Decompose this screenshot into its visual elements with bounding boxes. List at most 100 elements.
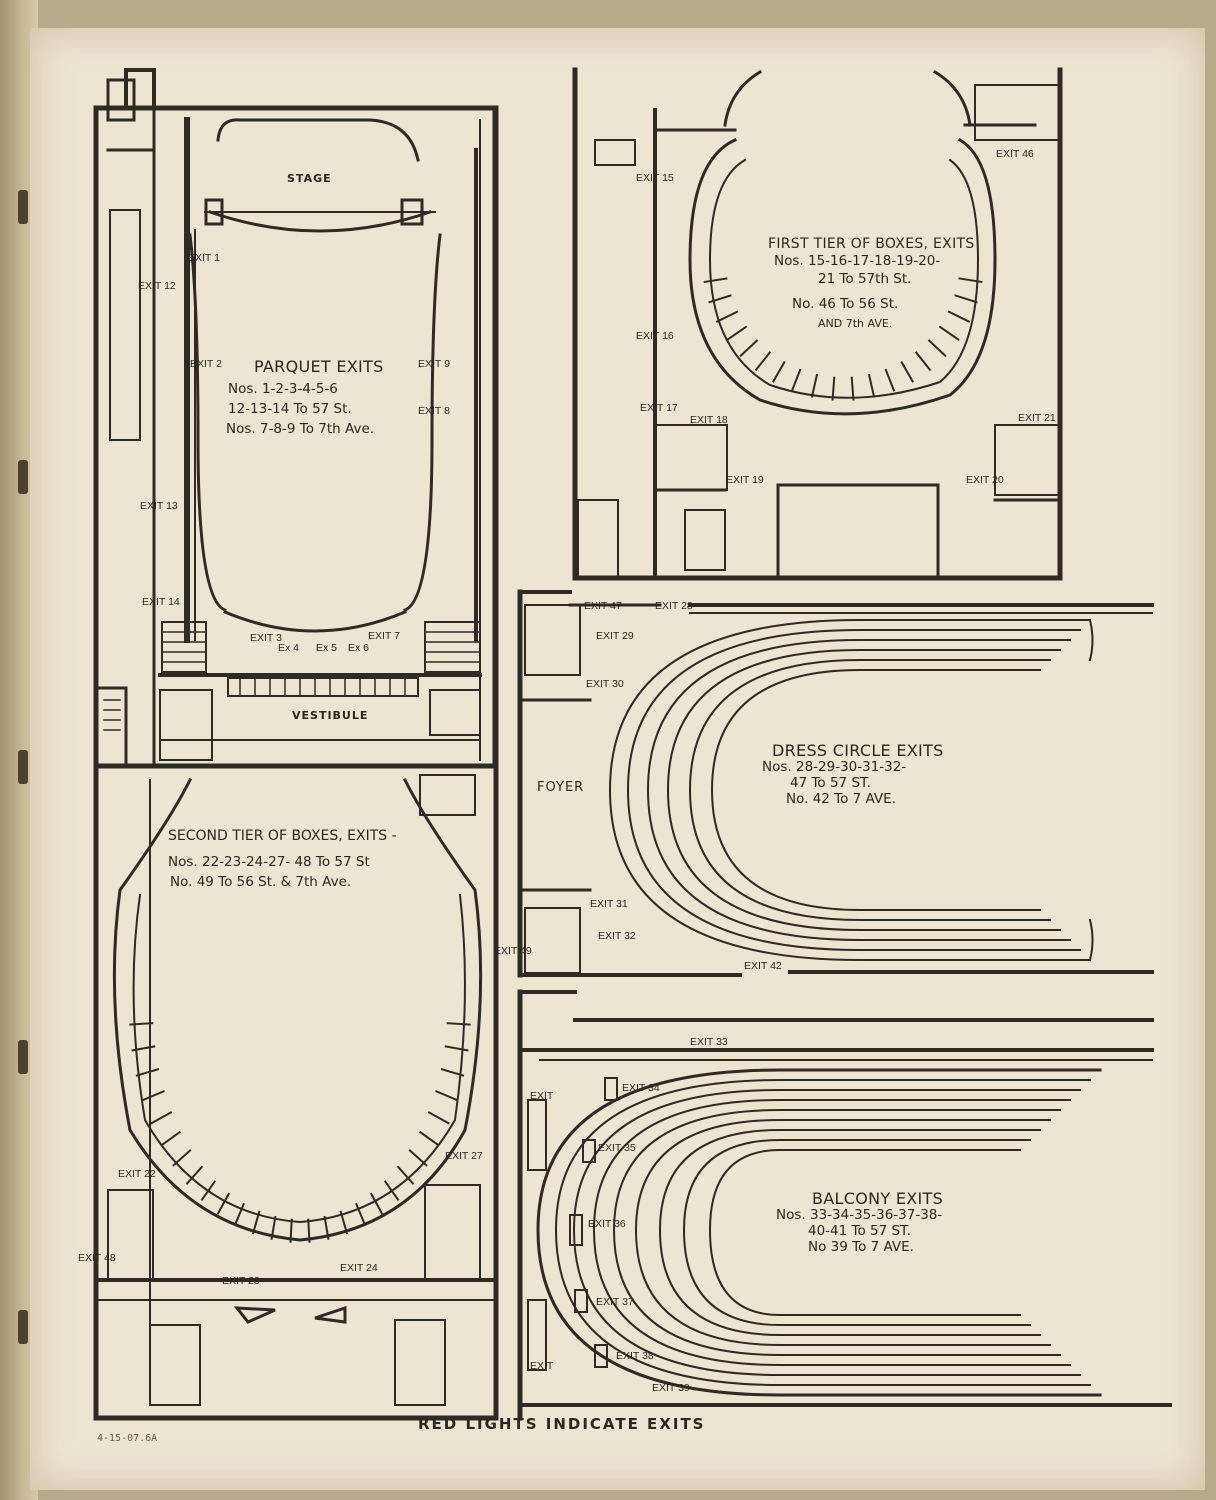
exit-label: Ex 5 (316, 642, 338, 654)
box-partition (726, 325, 748, 341)
box-partition (172, 1149, 192, 1167)
box-partition (867, 373, 876, 398)
box-partition (900, 360, 915, 383)
box-partition (427, 1111, 450, 1125)
foyer-label: FOYER (537, 780, 585, 795)
exit-label: EXIT 49 (494, 945, 532, 957)
exit-label: EXIT 28 (655, 600, 693, 612)
box-partition (369, 1192, 384, 1215)
box-partition (938, 325, 960, 341)
exit-label: EXIT 17 (640, 402, 678, 414)
second-tier-line: Nos. 22-23-24-27- 48 To 57 St (168, 854, 370, 870)
box-partition (408, 1149, 428, 1167)
box-partition (200, 1180, 217, 1201)
box-partition (289, 1218, 293, 1243)
binding-stitch (18, 190, 28, 224)
dress-circle-plan (517, 589, 1154, 978)
box-partition (754, 351, 772, 372)
exit-label: EXIT 29 (596, 630, 634, 642)
exit-label: EXIT 16 (636, 330, 674, 342)
parquet-title: PARQUET EXITS (254, 357, 384, 376)
dress-circle-line: Nos. 28-29-30-31-32- (762, 759, 907, 775)
exit-label: EXIT 47 (584, 600, 622, 612)
box-partition (251, 1210, 261, 1235)
exit-label: EXIT 33 (690, 1036, 728, 1048)
first-tier-line: AND 7th AVE. (818, 317, 893, 330)
box-partition (440, 1068, 465, 1077)
box-partition (129, 1022, 154, 1026)
exit-label: EXIT (530, 1360, 554, 1372)
binding-stitch (18, 1310, 28, 1344)
box-partition (446, 1022, 471, 1026)
box-partition (958, 277, 983, 284)
box-partition (383, 1180, 400, 1201)
exit-label: Ex 4 (278, 642, 300, 654)
first-tier-line: No. 46 To 56 St. (792, 296, 899, 312)
exit-label: EXIT 9 (418, 358, 450, 370)
exit-label: EXIT 18 (690, 414, 728, 426)
box-partition (355, 1202, 367, 1226)
binding-stitch (18, 1040, 28, 1074)
stage-label: STAGE (287, 172, 332, 185)
box-partition (135, 1068, 160, 1077)
balcony-line: 40-41 To 57 ST. (808, 1223, 911, 1239)
exit-label: EXIT 14 (142, 596, 180, 608)
exit-label: EXIT 2 (190, 358, 222, 370)
box-partition (831, 376, 836, 401)
box-partition (850, 376, 855, 401)
box-partition (703, 277, 728, 284)
first-tier-title: FIRST TIER OF BOXES, EXITS (768, 236, 975, 252)
exit-label: EXIT 20 (966, 474, 1004, 486)
balcony-line: Nos. 33-34-35-36-37-38- (776, 1207, 943, 1223)
archive-pencil-note: 4-15-07.6A (97, 1433, 158, 1444)
second-tier-title: SECOND TIER OF BOXES, EXITS - (168, 828, 397, 844)
exit-label: EXIT 12 (138, 280, 176, 292)
box-partition (771, 360, 786, 383)
exit-label: EXIT 42 (744, 960, 782, 972)
exit-label: EXIT 35 (598, 1142, 636, 1154)
box-partition (131, 1045, 156, 1052)
binding-stitch (18, 750, 28, 784)
box-partition (150, 1111, 173, 1125)
exit-label: EXIT 1 (188, 252, 220, 264)
exit-label: EXIT 8 (418, 405, 450, 417)
box-partition (790, 368, 802, 392)
exit-label: EXIT 3 (250, 632, 282, 644)
balcony-title: BALCONY EXITS (812, 1189, 944, 1208)
dress-circle-title: DRESS CIRCLE EXITS (772, 741, 944, 760)
exit-label: EXIT 19 (726, 474, 764, 486)
box-partition (307, 1218, 311, 1243)
exit-label: EXIT 39 (652, 1382, 690, 1394)
first-tier-line: 21 To 57th St. (818, 271, 912, 287)
parquet-line: Nos. 7-8-9 To 7th Ave. (226, 421, 375, 437)
first-tier-plan (572, 67, 1063, 581)
exit-label: EXIT 46 (996, 148, 1034, 160)
box-partition (339, 1210, 349, 1235)
exit-label: EXIT 38 (616, 1350, 654, 1362)
balcony-line: No 39 To 7 AVE. (808, 1239, 914, 1255)
binding-stitch (18, 460, 28, 494)
exit-label: EXIT 34 (622, 1082, 660, 1094)
box-partitions (129, 277, 983, 1243)
box-partition (323, 1215, 330, 1240)
box-partition (396, 1165, 415, 1185)
exit-label: EXIT 48 (78, 1252, 116, 1264)
box-partition (708, 294, 732, 304)
exit-label: EXIT 30 (586, 678, 624, 690)
second-tier-plan (93, 767, 499, 1421)
exit-label: EXIT 27 (445, 1150, 483, 1162)
exit-label: EXIT 23 (222, 1275, 260, 1287)
box-partition (444, 1045, 469, 1052)
box-partition (141, 1090, 165, 1102)
exit-label: EXIT (530, 1090, 554, 1102)
dress-circle-line: 47 To 57 ST. (790, 775, 871, 791)
page-sheet (30, 28, 1205, 1490)
box-partition (715, 310, 739, 323)
exit-label: Ex 6 (348, 642, 370, 654)
exit-label: EXIT 21 (1018, 412, 1056, 424)
box-partition (435, 1090, 459, 1102)
parquet-plan (93, 68, 499, 769)
box-partition (884, 368, 896, 392)
exit-label: EXIT 15 (636, 172, 674, 184)
